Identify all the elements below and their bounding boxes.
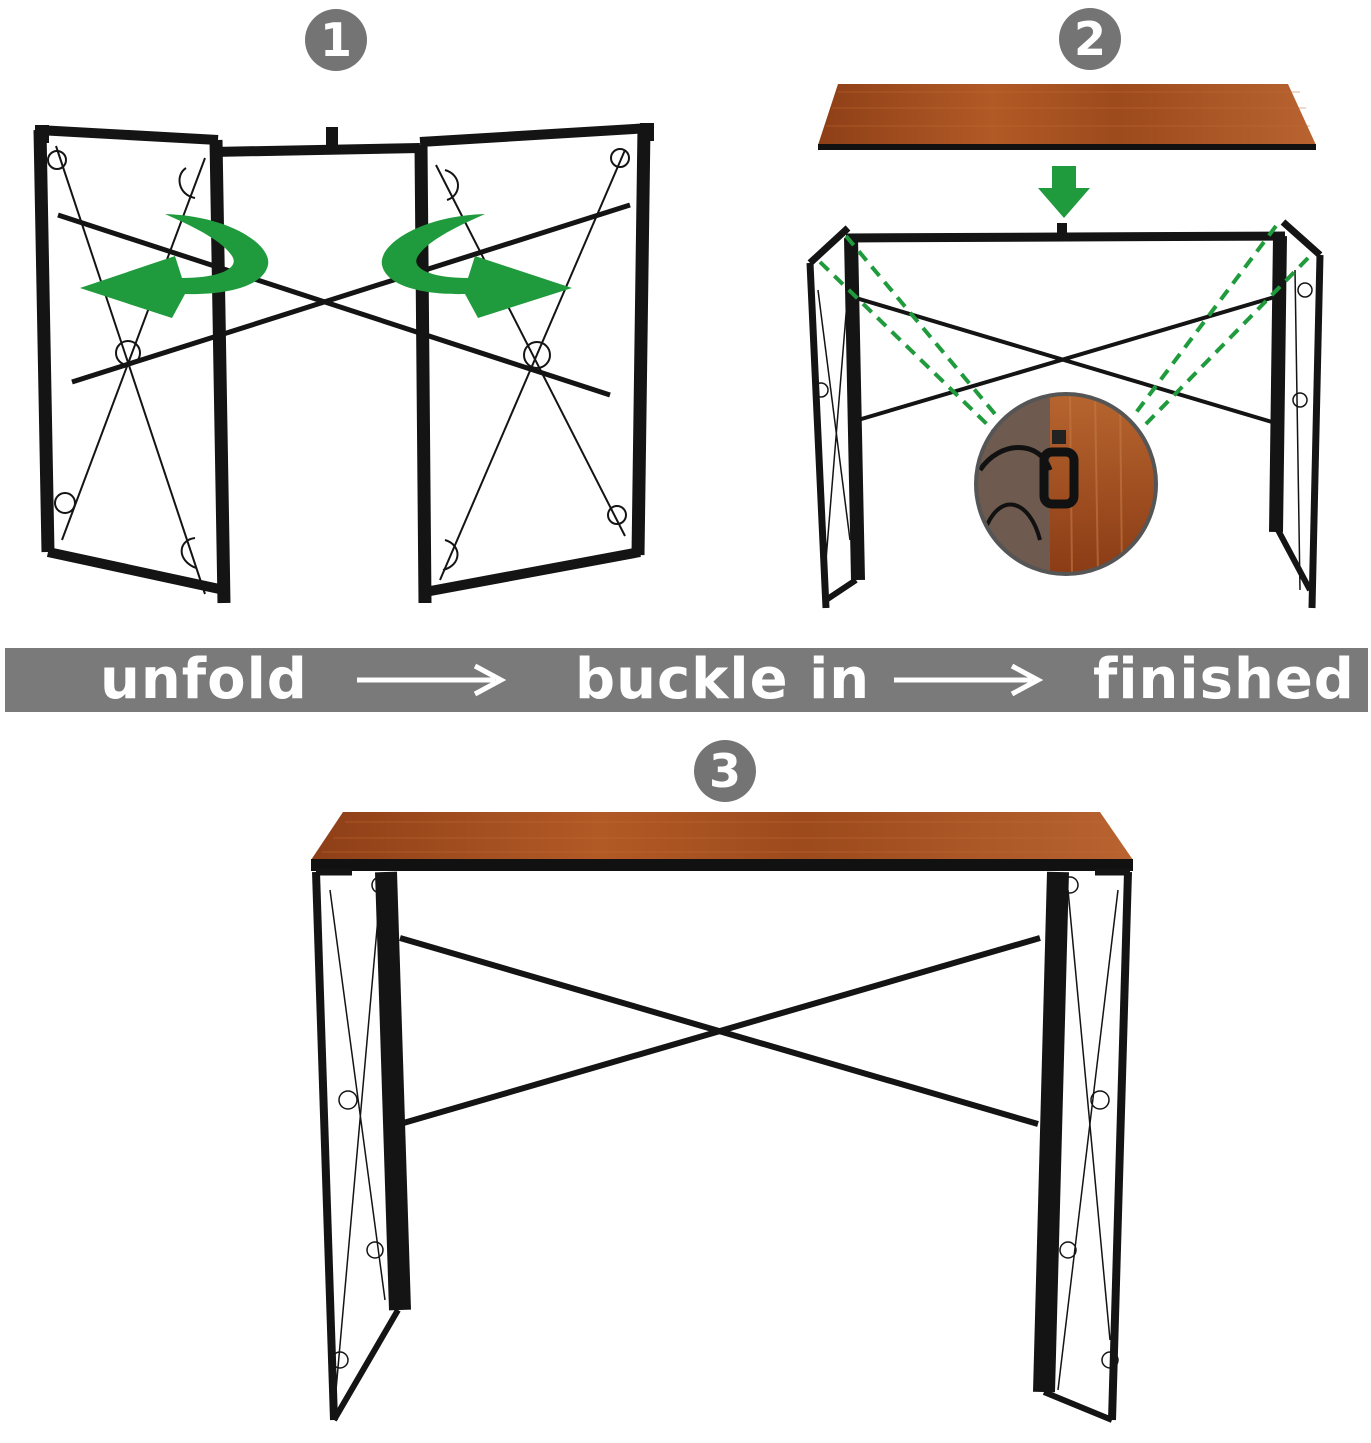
step3-desk	[311, 812, 1133, 1423]
step2-tabletop	[818, 84, 1316, 150]
right-arrow-icon	[357, 663, 507, 697]
banner-word-buckle-in: buckle in	[575, 647, 871, 712]
buckle-zoom-circle	[974, 392, 1158, 576]
step2-frame	[806, 219, 1324, 609]
right-arrow-icon	[894, 663, 1044, 697]
step1-frame	[33, 123, 654, 604]
process-banner: unfold buckle in finished	[5, 648, 1368, 712]
rotate-arrow-left-icon	[80, 214, 269, 318]
banner-word-finished: finished	[1093, 647, 1355, 712]
step-1-badge: 1	[305, 9, 367, 71]
step-2-badge: 2	[1059, 8, 1121, 70]
step-3-badge: 3	[694, 740, 756, 802]
banner-word-unfold: unfold	[100, 647, 308, 712]
rotate-arrow-right-icon	[381, 214, 572, 318]
step2-dashed-guides	[818, 224, 1310, 432]
down-arrow-icon	[1038, 166, 1090, 218]
